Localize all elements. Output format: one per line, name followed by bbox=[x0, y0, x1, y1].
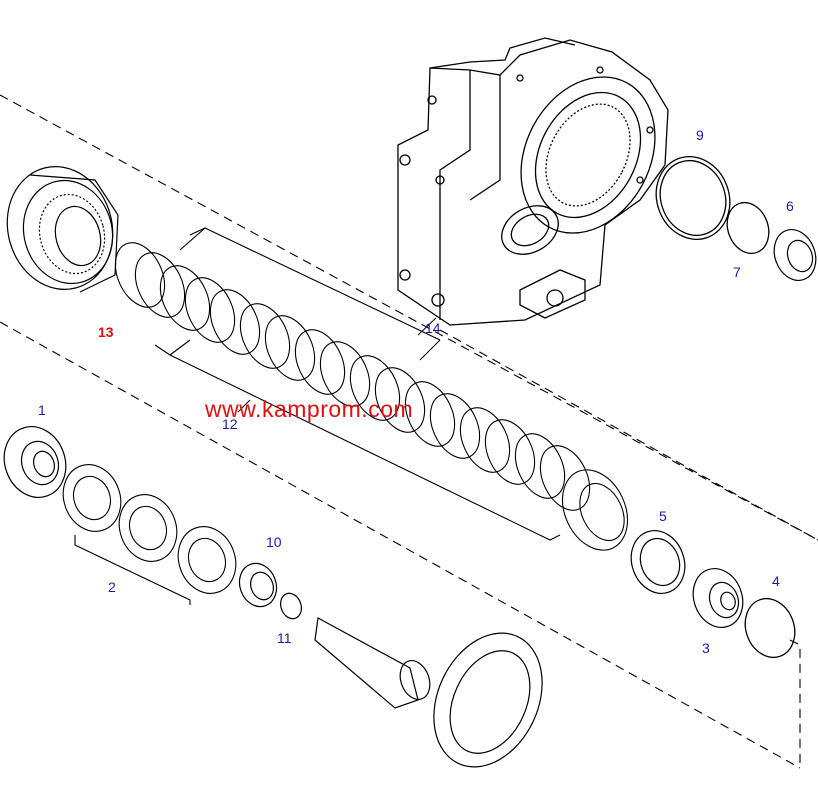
callout-6: 6 bbox=[786, 198, 794, 214]
watermark-text: www.kamprom.com bbox=[205, 396, 414, 422]
clutch-plate-stack bbox=[114, 227, 629, 551]
part-1-seal bbox=[3, 426, 67, 498]
callout-5: 5 bbox=[659, 508, 667, 524]
callout-13: 13 bbox=[98, 324, 114, 340]
part-10-bearing bbox=[238, 562, 278, 608]
part-7-ring bbox=[726, 201, 770, 255]
part-4-snap-ring bbox=[744, 597, 796, 659]
callout-1: 1 bbox=[38, 402, 46, 418]
output-shaft bbox=[314, 617, 543, 768]
callout-9: 9 bbox=[696, 127, 704, 143]
callout-10: 10 bbox=[266, 534, 282, 550]
part-2-washers bbox=[62, 464, 237, 605]
callout-7: 7 bbox=[733, 264, 741, 280]
callout-11: 11 bbox=[277, 630, 292, 646]
callout-12: 12 bbox=[222, 416, 238, 432]
callout-4: 4 bbox=[772, 573, 780, 589]
callout-2: 2 bbox=[108, 579, 116, 595]
part-5-ring bbox=[630, 530, 686, 594]
callout-14: 14 bbox=[425, 320, 441, 336]
part-9-circlip bbox=[655, 156, 731, 240]
leader-lines bbox=[237, 317, 437, 413]
callout-3: 3 bbox=[702, 640, 710, 656]
ring-gear-left bbox=[6, 166, 119, 293]
part-11-circlip bbox=[280, 592, 302, 620]
part-3-bearing bbox=[692, 568, 744, 628]
part-6-bearing bbox=[773, 229, 817, 281]
gearbox-housing bbox=[397, 37, 669, 326]
